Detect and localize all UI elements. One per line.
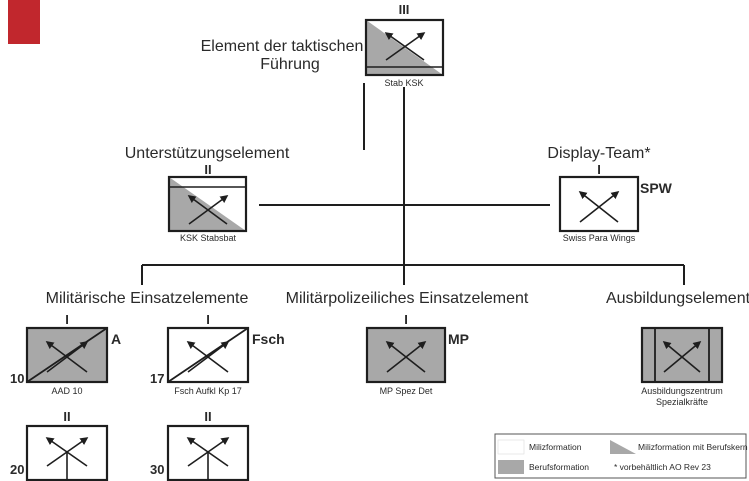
echelon-marker: III	[399, 2, 410, 17]
unit-swiss-para-wings: I SPW Swiss Para Wings	[558, 162, 673, 243]
crossed-arrows-icon	[187, 195, 229, 225]
unit-number: 30	[150, 462, 164, 477]
echelon-marker: I	[206, 312, 210, 327]
heading-taktisch-1: Element der taktischen	[201, 38, 364, 55]
unit-name-line1: Ausbildungszentrum	[641, 386, 723, 396]
unit-mp-spez-det: I MP MP Spez Det	[365, 312, 469, 396]
unit-modifier: MP	[448, 331, 469, 347]
crossed-arrows-icon	[385, 341, 427, 373]
unit-name-line2: Spezialkräfte	[656, 397, 708, 407]
connector-lines	[141, 83, 685, 285]
heading-ausbildung: Ausbildungselement	[606, 290, 749, 307]
echelon-marker: I	[597, 162, 601, 177]
heading-unterstuetzung: Unterstützungselement	[125, 145, 290, 162]
unit-modifier: SPW	[640, 180, 673, 196]
unit-name: Swiss Para Wings	[563, 233, 636, 243]
unit-name: AAD 10	[51, 386, 82, 396]
accent-square	[8, 0, 40, 44]
unit-stab-ksk: III Stab KSK	[364, 2, 445, 88]
legend-beruf: Berufsformation	[529, 462, 589, 472]
unit-name: KSK Stabsbat	[180, 233, 237, 243]
legend-swatch-miliz	[497, 439, 525, 455]
unit-number: 10	[10, 371, 24, 386]
unit-modifier: Fsch	[252, 331, 285, 347]
unit-ksk-stabsbat: II KSK Stabsbat	[167, 162, 248, 243]
echelon-marker: II	[204, 162, 211, 177]
unit-30: II 30	[150, 409, 250, 481]
unit-name: MP Spez Det	[380, 386, 433, 396]
heading-polizeilich: Militärpolizeiliches Einsatzelement	[286, 290, 529, 307]
echelon-marker: II	[63, 409, 70, 424]
unit-ausbildungszentrum: Ausbildungszentrum Spezialkräfte	[640, 326, 724, 407]
echelon-marker: I	[65, 312, 69, 327]
unit-number: 17	[150, 371, 164, 386]
legend-miliz: Milizformation	[529, 442, 582, 452]
legend-swatch-miliz-beruf	[610, 440, 636, 454]
unit-modifier: A	[111, 331, 121, 347]
crossed-arrows-icon	[45, 437, 89, 467]
unit-name: Fsch Aufkl Kp 17	[174, 386, 242, 396]
crossed-arrows-icon	[186, 341, 230, 373]
legend-miliz-beruf: Milizformation mit Berufskern	[638, 442, 748, 452]
echelon-marker: I	[404, 312, 408, 327]
crossed-arrows-icon	[578, 191, 620, 223]
heading-taktisch-2: Führung	[260, 56, 320, 73]
heading-militaerisch: Militärische Einsatzelemente	[46, 290, 249, 307]
legend-note: * vorbehältlich AO Rev 23	[614, 462, 711, 472]
crossed-arrows-icon	[662, 340, 702, 373]
echelon-marker: II	[204, 409, 211, 424]
legend: Milizformation Milizformation mit Berufs…	[494, 433, 748, 479]
crossed-arrows-icon	[45, 341, 89, 373]
legend-swatch-beruf	[498, 460, 524, 474]
unit-number: 20	[10, 462, 24, 477]
unit-name: Stab KSK	[384, 78, 423, 88]
unit-fsch-aufkl-kp-17: I Fsch 17 Fsch Aufkl Kp 17	[150, 312, 285, 396]
crossed-arrows-icon	[384, 32, 426, 61]
unit-20: II 20	[10, 409, 109, 481]
unit-aad-10: I A 10 AAD 10	[10, 312, 121, 396]
heading-display: Display-Team*	[547, 145, 650, 162]
crossed-arrows-icon	[186, 437, 230, 467]
